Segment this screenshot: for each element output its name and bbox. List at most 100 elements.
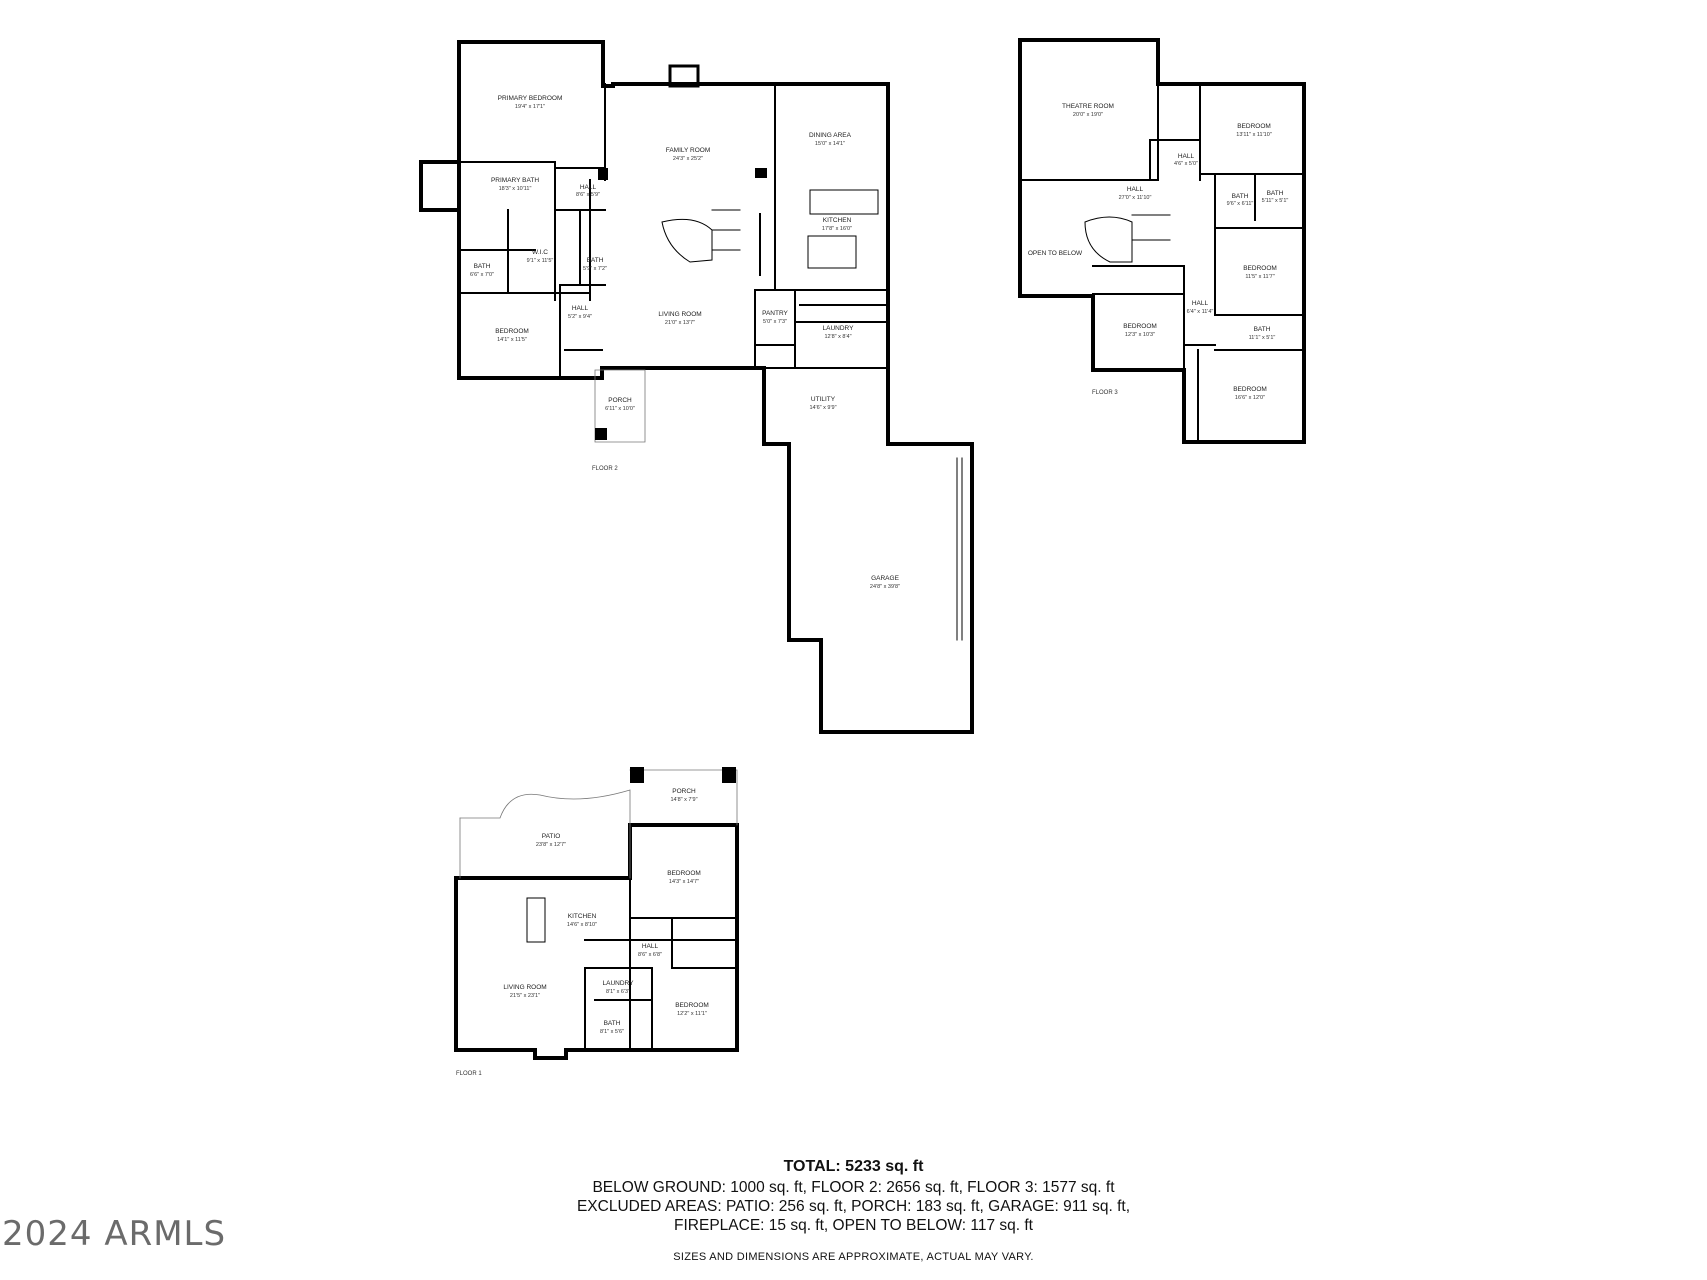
total-area: TOTAL: 5233 sq. ft: [783, 1158, 924, 1175]
room-name: BEDROOM: [1233, 386, 1267, 393]
room-dim: 5'0" x 7'3": [763, 319, 787, 325]
room-name: GARAGE: [871, 575, 899, 582]
room-name: BEDROOM: [675, 1002, 709, 1009]
room-dim: 14'6" x 8'10": [567, 922, 597, 928]
room-dim: 20'0" x 19'0": [1073, 112, 1103, 118]
room-dim: 15'0" x 14'1": [815, 141, 845, 147]
room-dim: 14'1" x 11'5": [497, 337, 527, 343]
excluded-areas-cont: FIREPLACE: 15 sq. ft, OPEN TO BELOW: 117…: [674, 1217, 1033, 1234]
floor-1-interior: [584, 824, 738, 1051]
room-name: HALL: [1178, 153, 1195, 160]
room-name: BEDROOM: [1237, 123, 1271, 130]
room-dim: 16'6" x 12'0": [1235, 395, 1265, 401]
area-breakdown: BELOW GROUND: 1000 sq. ft, FLOOR 2: 2656…: [592, 1179, 1115, 1196]
room-name: BEDROOM: [667, 870, 701, 877]
room-dim: 21'5" x 23'1": [510, 993, 540, 999]
room-name: BATH: [604, 1020, 621, 1027]
floor-2-interior: [458, 83, 889, 379]
room-name: BATH: [1254, 326, 1271, 333]
room-name: LAUNDRY: [603, 980, 635, 987]
room-name: PRIMARY BEDROOM: [498, 95, 563, 102]
room-name: W.I.C: [532, 249, 548, 256]
room-name: DINING AREA: [809, 132, 852, 139]
room-dim: 5'2" x 9'4": [568, 314, 592, 320]
room-dim: 4'6" x 5'0": [1174, 161, 1198, 167]
room-dim: 14'8" x 7'9": [670, 797, 697, 803]
floor-3-stairs: [1084, 214, 1171, 263]
room-name: BATH: [1267, 190, 1284, 197]
room-dim: 13'11" x 11'10": [1236, 132, 1272, 138]
room-name: BEDROOM: [495, 328, 529, 335]
wall-posts: [595, 64, 767, 783]
room-name: PORCH: [608, 397, 632, 404]
room-name: PANTRY: [762, 310, 788, 317]
watermark: 2024 ARMLS: [2, 1214, 227, 1254]
room-name: HALL: [572, 305, 589, 312]
floor-3-interior: [1019, 83, 1305, 443]
room-dim: 6'6" x 7'0": [470, 272, 494, 278]
room-dim: 11'1" x 5'1": [1249, 335, 1276, 341]
room-name: UTILITY: [811, 396, 836, 403]
room-name: PRIMARY BATH: [491, 177, 539, 184]
room-dim: 14'3" x 14'7": [669, 879, 699, 885]
room-dim: 27'0" x 11'10": [1119, 195, 1152, 201]
room-dim: 6'11" x 10'0": [605, 406, 635, 412]
kitchen-counter: [809, 189, 879, 215]
room-dim: 21'0" x 13'7": [665, 320, 695, 326]
room-dim: 8'6" x 5'9": [576, 192, 600, 198]
room-dim: 11'5" x 11'7": [1245, 274, 1274, 280]
floor-label-3: FLOOR 3: [1092, 390, 1118, 396]
room-dim: 14'6" x 9'9": [809, 405, 836, 411]
room-name: KITCHEN: [568, 913, 597, 920]
room-dim: 5'11" x 5'1": [1262, 198, 1289, 204]
disclaimer: SIZES AND DIMENSIONS ARE APPROXIMATE, AC…: [673, 1251, 1034, 1263]
room-name: LIVING ROOM: [503, 984, 546, 991]
room-name: OPEN TO BELOW: [1028, 250, 1083, 257]
room-dim: 9'1" x 11'5": [527, 258, 554, 264]
room-name: BATH: [1232, 193, 1249, 200]
room-dim: 12'8" x 8'4": [824, 334, 851, 340]
kitchen-island: [807, 235, 857, 269]
room-dim: 6'4" x 11'4": [1187, 309, 1214, 315]
room-dim: 5'9" x 7'2": [583, 266, 607, 272]
floor-2-stairs: [661, 209, 741, 263]
room-name: BEDROOM: [1123, 323, 1157, 330]
room-dim: 19'4" x 17'1": [515, 104, 545, 110]
floor-1-walls: [454, 823, 739, 1060]
room-name: PORCH: [672, 788, 696, 795]
floor-label-2: FLOOR 2: [592, 466, 618, 472]
kitchen-1-island: [526, 897, 546, 943]
room-name: FAMILY ROOM: [666, 147, 711, 154]
outdoor-areas: [459, 369, 738, 879]
garage-door: [956, 457, 963, 641]
room-dim: 8'6" x 6'8": [638, 952, 662, 958]
room-name: BEDROOM: [1243, 265, 1277, 272]
room-name: PATIO: [542, 833, 561, 840]
room-name: HALL: [1192, 300, 1209, 307]
floor-labels: FLOOR 2 FLOOR 3 FLOOR 1: [456, 390, 1118, 1077]
floor-2-walls: [419, 40, 974, 734]
room-name: HALL: [642, 943, 659, 950]
room-name: HALL: [1127, 186, 1144, 193]
room-dim: 8'1" x 6'3": [606, 989, 630, 995]
room-name: KITCHEN: [823, 217, 852, 224]
room-dim: 23'8" x 12'7": [536, 842, 566, 848]
room-name: BATH: [587, 257, 604, 264]
room-dim: 8'1" x 5'6": [600, 1029, 624, 1035]
floor-3-walls: [1018, 38, 1306, 444]
room-name: BATH: [474, 263, 491, 270]
room-name: THEATRE ROOM: [1062, 103, 1114, 110]
room-dim: 17'8" x 16'0": [822, 226, 852, 232]
room-name: LIVING ROOM: [658, 311, 701, 318]
room-name: LAUNDRY: [823, 325, 855, 332]
room-dim: 12'2" x 11'1": [677, 1011, 707, 1017]
room-dim: 9'6" x 6'11": [1227, 201, 1254, 207]
room-labels: PRIMARY BEDROOM 19'4" x 17'1" FAMILY ROO…: [470, 95, 1288, 1035]
room-dim: 24'3" x 25'2": [673, 156, 703, 162]
room-dim: 12'3" x 10'3": [1125, 332, 1155, 338]
excluded-areas: EXCLUDED AREAS: PATIO: 256 sq. ft, PORCH…: [576, 1198, 1131, 1215]
room-dim: 24'8" x 39'8": [870, 584, 900, 590]
floor-label-1: FLOOR 1: [456, 1071, 482, 1077]
room-name: HALL: [580, 184, 597, 191]
